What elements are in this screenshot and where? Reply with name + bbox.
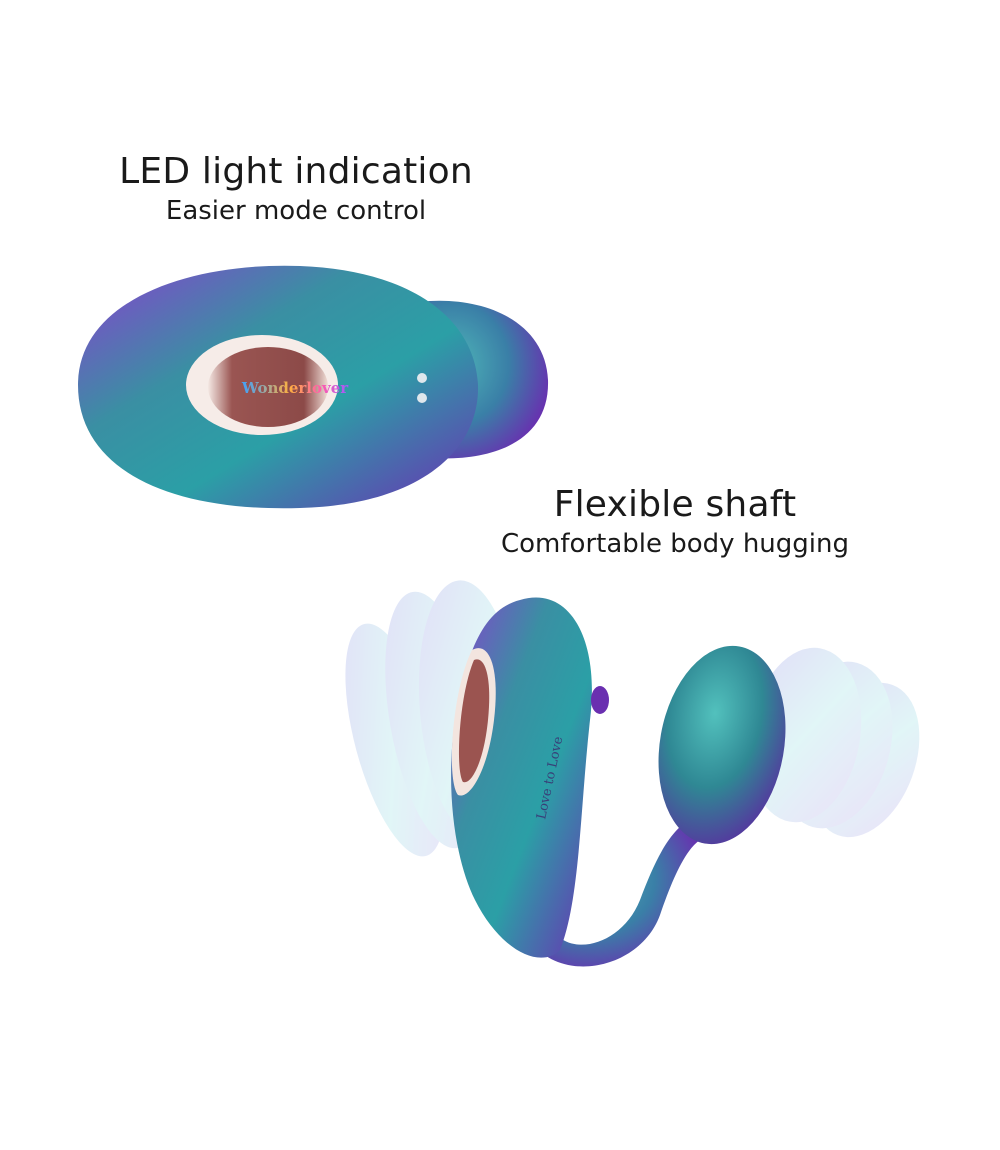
feature-title: LED light indication: [119, 151, 473, 192]
feature-subtitle: Easier mode control: [165, 196, 427, 226]
motion-blur-ghosts: [345, 580, 920, 857]
feature-title: Flexible shaft: [553, 484, 797, 525]
led-panel: [208, 347, 328, 427]
feature-led-caption: LED light indication Easier mode control: [96, 150, 496, 228]
mode-button-upper: [417, 373, 427, 383]
logo-wonderlover: Wonderlover: [241, 379, 349, 397]
device-top-view: Wonderlover: [78, 265, 549, 509]
feature-flex-caption: Flexible shaft Comfortable body hugging: [470, 483, 880, 561]
feature-subtitle: Comfortable body hugging: [501, 529, 849, 559]
device-flex-view: Love to Love: [345, 580, 920, 967]
external-egg: [658, 645, 786, 845]
mode-button-lower: [417, 393, 427, 403]
